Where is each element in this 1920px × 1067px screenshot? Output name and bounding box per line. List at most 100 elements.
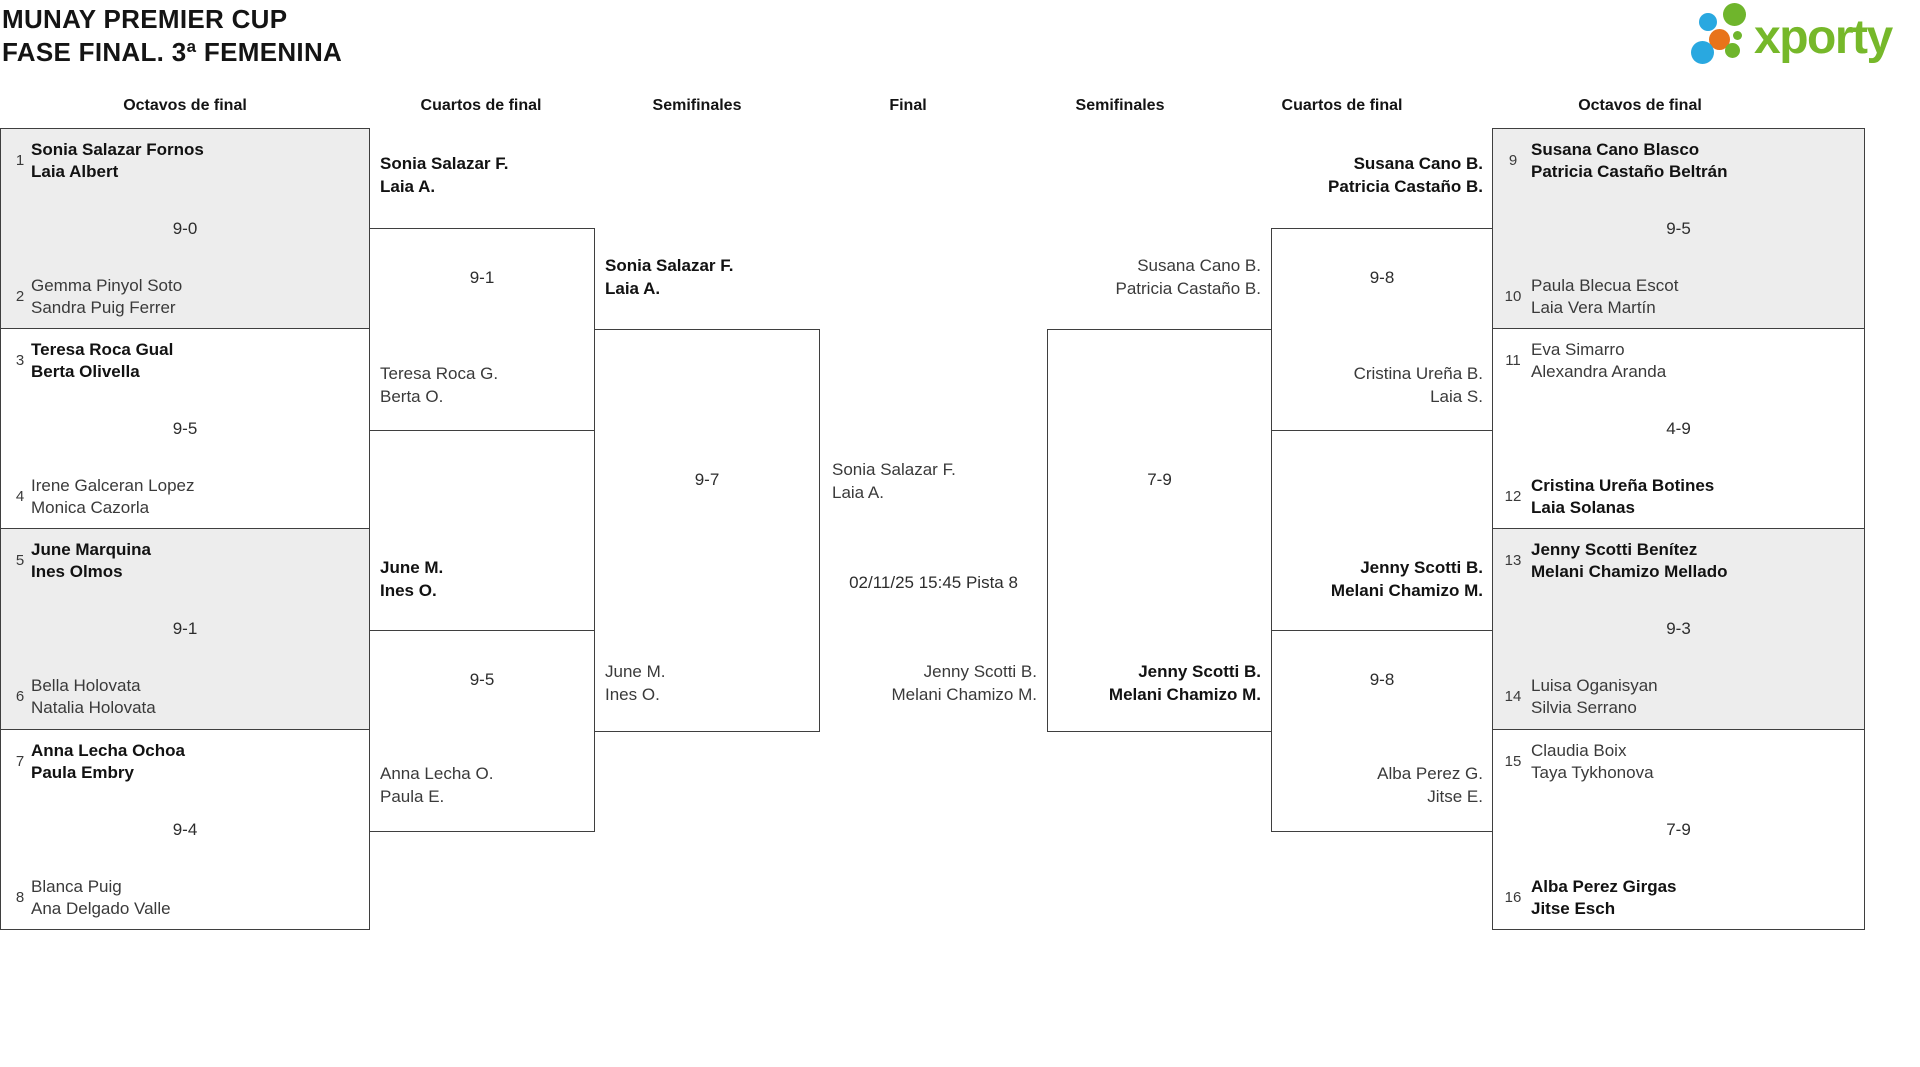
seed-number: 9 (1508, 152, 1518, 169)
player-name: Paula E. (380, 787, 445, 806)
page-title: MUNAY PREMIER CUP FASE FINAL. 3ª FEMENIN… (2, 3, 342, 69)
player-name: Blanca Puig (31, 877, 122, 896)
team-pair: June Marquina Ines Olmos (31, 539, 151, 583)
player-name: Alexandra Aranda (1531, 362, 1667, 381)
tournament-name: MUNAY PREMIER CUP (2, 4, 288, 34)
player-name: Ines O. (380, 581, 437, 600)
player-name: Claudia Boix (1531, 741, 1627, 760)
seed-number: 15 (1504, 753, 1522, 770)
match-score: 7-9 (1147, 470, 1172, 489)
player-name: Laia Albert (31, 162, 119, 181)
player-name: Susana Cano B. (1137, 256, 1261, 275)
team-pair: Anna Lecha O. Paula E. (380, 762, 493, 808)
player-name: Anna Lecha O. (380, 764, 494, 783)
player-name: Silvia Serrano (1531, 698, 1637, 717)
player-name: Laia S. (1430, 387, 1483, 406)
player-name: Patricia Castaño Beltrán (1531, 162, 1728, 181)
player-name: Jitse E. (1427, 787, 1483, 806)
player-name: Anna Lecha Ochoa (31, 741, 185, 760)
finalist-team-pair: Jenny Scotti B. Melani Chamizo M. (820, 660, 1038, 706)
seed-number: 7 (15, 753, 25, 770)
player-name: Patricia Castaño B. (1328, 177, 1483, 196)
team-pair: Cristina Ureña B. Laia S. (1272, 362, 1483, 408)
team-pair: June M. Ines O. (605, 660, 665, 706)
logo-dot-icon (1733, 31, 1742, 40)
team-pair: Alba Perez Girgas Jitse Esch (1531, 876, 1677, 920)
player-name: Laia Vera Martín (1531, 298, 1656, 317)
match-score: 9-1 (469, 268, 495, 287)
xporty-logo: xporty (1690, 2, 1918, 66)
player-name: Jenny Scotti Benítez (1531, 540, 1698, 559)
player-name: Paula Blecua Escot (1531, 276, 1679, 295)
team-pair: Alba Perez G. Jitse E. (1272, 762, 1483, 808)
player-name: Laia A. (605, 279, 661, 298)
team-pair: Luisa Oganisyan Silvia Serrano (1531, 675, 1658, 719)
seed-number: 6 (15, 688, 25, 705)
player-name: Susana Cano Blasco (1531, 140, 1700, 159)
team-pair: Jenny Scotti B. Melani Chamizo M. (1047, 660, 1261, 706)
player-name: Jitse Esch (1531, 899, 1616, 918)
team-pair: Teresa Roca Gual Berta Olivella (31, 339, 173, 383)
round-header-qf-right: Cuartos de final (1281, 97, 1403, 114)
match-box-oct-right-4: 15 Claudia Boix Taya Tykhonova 7-9 16 Al… (1492, 729, 1865, 930)
match-score: 9-1 (172, 619, 198, 638)
logo-dot-icon (1709, 29, 1730, 50)
round-header-oct-left: Octavos de final (123, 97, 247, 114)
team-pair: Sonia Salazar Fornos Laia Albert (31, 139, 204, 183)
player-name: Teresa Roca Gual (31, 340, 174, 359)
seed-number: 12 (1504, 488, 1522, 505)
team-pair: Teresa Roca G. Berta O. (380, 362, 498, 408)
match-score: 9-5 (1666, 219, 1691, 238)
team-pair: Jenny Scotti B. Melani Chamizo M. (1272, 556, 1483, 602)
logo-dot-icon (1699, 13, 1717, 31)
player-name: Alba Perez Girgas (1531, 877, 1677, 896)
player-name: Alba Perez G. (1377, 764, 1483, 783)
player-name: June M. (380, 558, 444, 577)
player-name: Ines Olmos (31, 562, 123, 581)
seed-number: 5 (15, 552, 25, 569)
match-score: 9-7 (694, 470, 720, 489)
player-name: Monica Cazorla (31, 498, 150, 517)
match-box-oct-left-1: 1 Sonia Salazar Fornos Laia Albert 9-0 2… (0, 128, 370, 329)
player-name: Sandra Puig Ferrer (31, 298, 176, 317)
player-name: June M. (605, 662, 666, 681)
match-box-oct-right-2: 11 Eva Simarro Alexandra Aranda 4-9 12 C… (1492, 328, 1865, 529)
seed-number: 11 (1505, 352, 1521, 369)
player-name: Laia A. (380, 177, 436, 196)
team-pair: Susana Cano B. Patricia Castaño B. (1272, 152, 1483, 198)
bracket-line-sf-right (1047, 329, 1272, 732)
match-score: 9-3 (1666, 619, 1691, 638)
player-name: Melani Chamizo Mellado (1531, 562, 1728, 581)
team-pair: Claudia Boix Taya Tykhonova (1531, 740, 1654, 784)
match-box-oct-right-1: 9 Susana Cano Blasco Patricia Castaño Be… (1492, 128, 1865, 329)
player-name: Natalia Holovata (31, 698, 156, 717)
player-name: Sonia Salazar Fornos (31, 140, 204, 159)
team-pair: Jenny Scotti Benítez Melani Chamizo Mell… (1531, 539, 1727, 583)
logo-dot-icon (1691, 41, 1714, 64)
match-score: 9-5 (469, 670, 495, 689)
round-header-oct-right: Octavos de final (1578, 97, 1702, 114)
match-score: 9-8 (1369, 670, 1395, 689)
player-name: Teresa Roca G. (380, 364, 499, 383)
player-name: Eva Simarro (1531, 340, 1625, 359)
player-name: Paula Embry (31, 763, 134, 782)
match-score: 9-5 (172, 419, 198, 438)
seed-number: 1 (15, 152, 25, 169)
player-name: Jenny Scotti B. (1360, 558, 1483, 577)
player-name: Melani Chamizo M. (1108, 685, 1261, 704)
player-name: Laia Solanas (1531, 498, 1635, 517)
round-header-qf-left: Cuartos de final (420, 97, 542, 114)
round-header-sf-left: Semifinales (652, 97, 742, 114)
team-pair: Sonia Salazar F. Laia A. (380, 152, 509, 198)
match-score: 9-4 (172, 820, 198, 839)
player-name: Irene Galceran Lopez (31, 476, 195, 495)
logo-dot-icon (1725, 43, 1740, 58)
player-name: Luisa Oganisyan (1531, 676, 1658, 695)
team-pair: Blanca Puig Ana Delgado Valle (31, 876, 171, 920)
player-name: Jenny Scotti B. (1138, 662, 1261, 681)
team-pair: Cristina Ureña Botines Laia Solanas (1531, 475, 1714, 519)
finalist-team-pair: Sonia Salazar F. Laia A. (832, 458, 956, 504)
seed-number: 16 (1504, 889, 1522, 906)
match-score: 7-9 (1666, 820, 1691, 839)
